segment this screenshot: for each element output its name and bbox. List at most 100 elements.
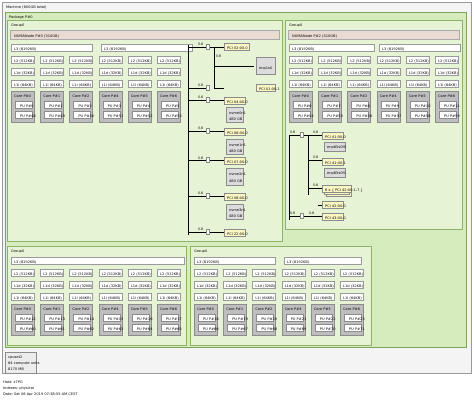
pu-box[interactable]: PU P#16 — [131, 314, 153, 322]
pu-box[interactable]: PU P#15 — [102, 314, 123, 322]
pci-device[interactable]: PCI 06:00.0 — [224, 128, 248, 136]
pci-device[interactable]: PCI 01:00.1 — [256, 84, 280, 92]
l2-cache-label: L2 (512KB) — [438, 59, 458, 63]
l2-cache-label: L2 (512KB) — [72, 59, 93, 63]
pu-box-label: PU P#11 — [444, 104, 460, 108]
pu-box[interactable]: PU P#50 — [73, 111, 94, 119]
pu-box[interactable]: PU P#6 — [293, 101, 311, 109]
pu-box[interactable]: PU P#22 — [314, 314, 336, 322]
link-speed-label: 0.6 — [198, 126, 204, 130]
os-device[interactable]: enp65s0f0 — [324, 142, 346, 152]
pu-box-label: PU P#51 — [107, 114, 124, 118]
pu-box[interactable]: PU P#71 — [344, 324, 365, 332]
pci-device[interactable]: 6 x { PCI 42:00.1-7 } — [322, 185, 363, 193]
pu-box[interactable]: PU P#70 — [314, 324, 336, 332]
l2-cache: L2 (512KB) — [69, 56, 94, 64]
pu-box[interactable]: PU P#55 — [322, 111, 343, 119]
pci-device[interactable]: PCI 02:00.0 — [224, 43, 250, 51]
pci-device[interactable]: PCI 43:00.0 — [322, 213, 346, 221]
pu-box[interactable]: PU P#13 — [44, 314, 65, 322]
pci-device-label: PCI 06:00.0 — [227, 131, 248, 135]
pu-box[interactable]: PU P#62 — [73, 324, 94, 332]
pci-device[interactable]: PCI 22:00.0 — [224, 229, 248, 237]
pu-box[interactable]: PU P#5 — [161, 101, 179, 109]
pu-box[interactable]: PU P#65 — [161, 324, 182, 332]
pu-box[interactable]: PU P#56 — [351, 111, 372, 119]
pu-box[interactable]: PU P#18 — [198, 314, 219, 322]
pci-device[interactable]: PCI 07:00.0 — [224, 157, 248, 165]
link-speed-label: 0.6 — [198, 95, 204, 99]
link-speed-label: 0.6 — [290, 211, 296, 215]
l1d-cache-label: L1d (32KB) — [43, 284, 64, 288]
pu-box[interactable]: PU P#68 — [256, 324, 277, 332]
os-device-label: enp65s0f1 — [327, 171, 347, 175]
l2-cache-label: L2 (512KB) — [321, 59, 342, 63]
os-device[interactable]: enp65s0f1 — [324, 168, 346, 178]
pci-device[interactable]: PCI 04:00.0 — [224, 97, 248, 105]
pu-box[interactable]: PU P#0 — [15, 101, 33, 109]
pu-box[interactable]: PU P#19 — [227, 314, 248, 322]
l3-cache: L3 (8192KB) — [289, 44, 375, 52]
pu-box[interactable]: PU P#3 — [102, 101, 121, 109]
pu-box[interactable]: PU P#23 — [344, 314, 365, 322]
pci-device[interactable]: PCI 41:00.1 — [322, 158, 346, 166]
l2-cache-label: L2 (512KB) — [130, 59, 151, 63]
l1d-cache: L1d (32KB) — [98, 281, 123, 289]
pu-box[interactable]: PU P#11 — [439, 101, 460, 109]
link-speed-label: 0.6 — [290, 130, 296, 134]
pu-box[interactable]: PU P#69 — [285, 324, 306, 332]
pu-box[interactable]: PU P#52 — [131, 111, 153, 119]
pu-box[interactable]: PU P#10 — [409, 101, 431, 109]
pu-box[interactable]: PU P#57 — [380, 111, 401, 119]
pu-box[interactable]: PU P#48 — [15, 111, 36, 119]
pu-box[interactable]: PU P#49 — [44, 111, 65, 119]
pci-device[interactable]: PCI 41:00.0 — [322, 132, 346, 140]
link-speed-label: 0.6 — [313, 155, 319, 159]
pu-box[interactable]: PU P#59 — [439, 111, 460, 119]
pu-box[interactable]: PU P#9 — [380, 101, 399, 109]
l1i-cache-label: L1i (64KB) — [343, 296, 362, 300]
pu-box[interactable]: PU P#12 — [15, 314, 36, 322]
cpuset-title: cpuset2 — [8, 355, 23, 359]
l1i-cache-label: L1i (64KB) — [43, 83, 62, 87]
pu-box[interactable]: PU P#17 — [161, 314, 182, 322]
os-device[interactable]: enp1s0 — [256, 57, 276, 75]
pu-box[interactable]: PU P#54 — [293, 111, 314, 119]
l1d-cache-label: L1d (32KB) — [72, 284, 93, 288]
pu-box[interactable]: PU P#8 — [351, 101, 370, 109]
l1d-cache-label: L1d (32KB) — [43, 71, 64, 75]
pu-box-label: PU P#54 — [298, 114, 314, 118]
pci-device[interactable]: PCI 42:00.0 — [322, 201, 346, 209]
link-line — [308, 188, 322, 189]
l2-cache-label: L2 (512KB) — [160, 59, 180, 63]
pci-device[interactable]: PCI 08:00.0 — [224, 193, 248, 201]
pu-box[interactable]: PU P#7 — [322, 101, 341, 109]
l1i-cache-label: L1i (64KB) — [130, 296, 150, 300]
l2-cache-label: L2 (512KB) — [14, 272, 34, 276]
pu-box[interactable]: PU P#66 — [198, 324, 219, 332]
pu-box[interactable]: PU P#58 — [409, 111, 431, 119]
l1i-cache: L1i (64KB) — [157, 293, 181, 301]
pu-box[interactable]: PU P#51 — [102, 111, 124, 119]
pu-box[interactable]: PU P#14 — [73, 314, 94, 322]
l2-cache: L2 (512KB) — [435, 56, 459, 64]
pu-box[interactable]: PU P#64 — [131, 324, 153, 332]
pu-box[interactable]: PU P#4 — [131, 101, 150, 109]
pu-box[interactable]: PU P#53 — [161, 111, 182, 119]
pu-box[interactable]: PU P#67 — [227, 324, 248, 332]
pu-box[interactable]: PU P#61 — [44, 324, 65, 332]
pu-box[interactable]: PU P#1 — [44, 101, 63, 109]
pu-box[interactable]: PU P#60 — [15, 324, 36, 332]
pu-box[interactable]: PU P#20 — [256, 314, 277, 322]
pu-box[interactable]: PU P#63 — [102, 324, 123, 332]
pu-box-label: PU P#49 — [49, 114, 65, 118]
core-box-label: Core P#4 — [379, 94, 397, 98]
pu-box[interactable]: PU P#2 — [73, 101, 92, 109]
pu-box[interactable]: PU P#21 — [285, 314, 306, 322]
